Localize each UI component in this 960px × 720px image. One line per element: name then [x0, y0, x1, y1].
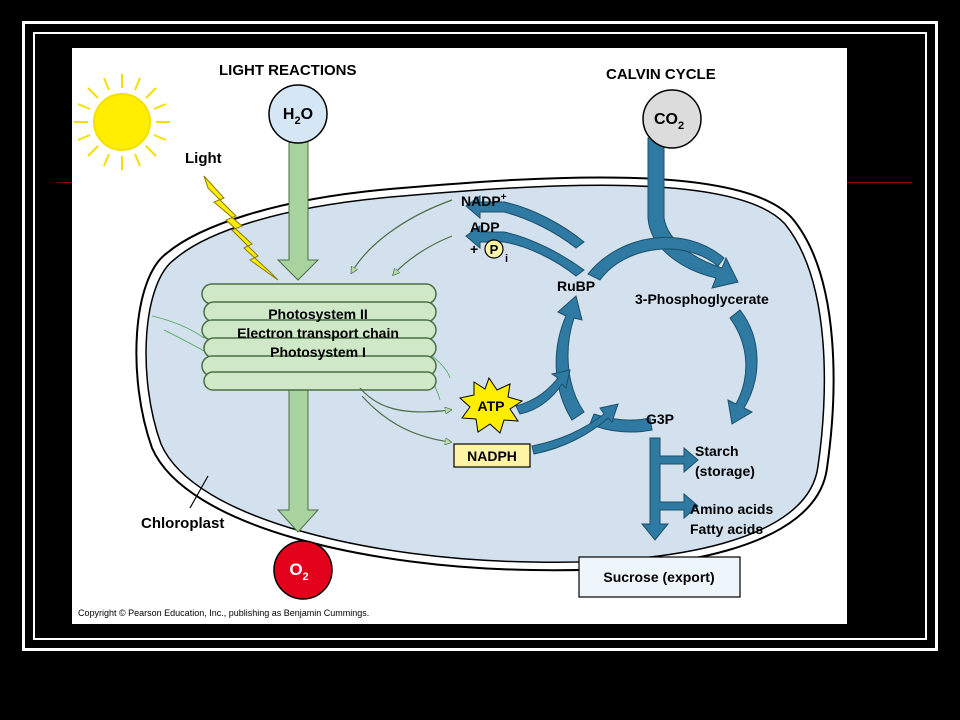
thylakoid-to-o2-arrow	[276, 387, 320, 533]
water-label: H2O	[283, 106, 313, 127]
3-phosphoglycerate-label: 3-Phosphoglycerate	[635, 291, 769, 307]
photosynthesis-diagram: Photosystem II Electron transport chain …	[74, 62, 835, 618]
light-label: Light	[185, 150, 222, 167]
diagram-panel: Photosystem II Electron transport chain …	[72, 48, 847, 624]
electron-transport-chain-label: Electron transport chain	[237, 325, 399, 341]
photosystem-i-label: Photosystem I	[270, 344, 366, 360]
co2-bubble	[642, 89, 702, 149]
o2-label: O2	[289, 560, 308, 583]
pi-p-label: P	[490, 242, 499, 257]
nadp-adp-return-arrows	[352, 199, 452, 442]
photosystem-ii-label: Photosystem II	[268, 306, 368, 322]
amino-acids-label: Amino acids	[690, 501, 773, 517]
pi-i-label: i	[505, 253, 508, 265]
sun-icon	[74, 74, 170, 170]
adp-label: ADP	[470, 219, 500, 235]
light-reactions-heading: LIGHT REACTIONS	[219, 62, 357, 79]
chloroplast-label: Chloroplast	[141, 515, 224, 532]
atp-label: ATP	[478, 398, 505, 414]
atp-star	[458, 376, 524, 434]
phosphate-circle	[484, 239, 504, 259]
light-bolt-icon	[203, 175, 279, 281]
sucrose-box	[578, 556, 741, 598]
calvin-cycle-heading: CALVIN CYCLE	[606, 66, 716, 83]
water-to-thylakoid-arrow	[276, 129, 320, 281]
copyright-text: Copyright © Pearson Education, Inc., pub…	[78, 608, 369, 618]
nadph-label: NADPH	[467, 448, 517, 464]
starch-label: Starch	[695, 443, 739, 459]
inner-frame	[33, 32, 927, 640]
pi-plus-label: +	[470, 241, 478, 257]
co2-label: CO2	[654, 111, 684, 132]
nadp-label: NADP+	[461, 192, 507, 209]
nadph-box	[453, 443, 531, 468]
calvin-cycle-arrows	[465, 137, 758, 541]
o2-bubble	[273, 540, 333, 600]
chloroplast-pointer	[189, 475, 209, 509]
rubp-label: RuBP	[557, 278, 595, 294]
storage-label: (storage)	[695, 463, 755, 479]
sucrose-label: Sucrose (export)	[603, 569, 714, 585]
thylakoid-stack	[201, 283, 437, 391]
water-bubble	[268, 84, 328, 144]
outer-frame	[22, 21, 938, 651]
fatty-acids-label: Fatty acids	[690, 521, 763, 537]
g3p-label: G3P	[646, 411, 674, 427]
